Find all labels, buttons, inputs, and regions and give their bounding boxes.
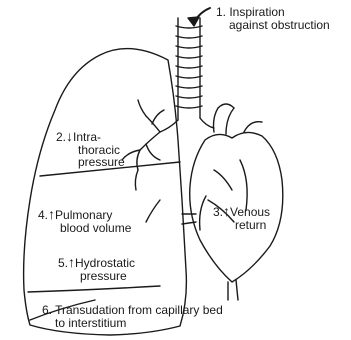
label-intrathoracic-line1: Intra- [73,130,101,144]
vena-cava [200,196,206,230]
label-venous-line2: return [213,219,270,232]
label-hydrostatic: 5.↑Hydrostatic pressure [58,256,135,282]
trachea [160,18,214,132]
label-inspiration: 1. Inspiration against obstruction [216,6,330,31]
label-hydrostatic-line2: pressure [58,270,135,283]
label-venous-prefix: 3. [213,205,223,219]
curved-arrow-icon [188,8,210,26]
bronchial-tree [122,100,164,222]
label-inspiration-line1: 1. Inspiration [216,6,330,19]
label-transudation: 6. Transudation from capillary bed to in… [42,304,223,329]
up-arrow-icon: ↑ [68,254,75,270]
label-pulmonary-line2: blood volume [38,222,131,235]
label-pulmonary-volume: 4.↑Pulmonary blood volume [38,208,131,234]
lung-outline [24,49,187,335]
label-intrathoracic-line3: pressure [56,156,125,169]
label-pulmonary-prefix: 4. [38,208,48,222]
label-intrathoracic: 2.↓Intra- thoracic pressure [56,130,125,169]
up-arrow-icon: ↑ [223,203,230,219]
label-hydrostatic-line1: Hydrostatic [75,256,135,270]
up-arrow-icon: ↑ [48,206,55,222]
label-transudation-line1: 6. Transudation from capillary bed [42,304,223,317]
down-arrow-icon: ↓ [66,128,73,144]
label-pulmonary-line1: Pulmonary [55,208,112,222]
label-intrathoracic-prefix: 2. [56,130,66,144]
label-hydrostatic-prefix: 5. [58,256,68,270]
label-inspiration-line2: against obstruction [216,19,330,32]
label-venous-return: 3.↑Venous return [213,205,270,231]
label-venous-line1: Venous [230,205,270,219]
label-transudation-line2: to interstitium [42,317,223,330]
heart [182,104,283,300]
